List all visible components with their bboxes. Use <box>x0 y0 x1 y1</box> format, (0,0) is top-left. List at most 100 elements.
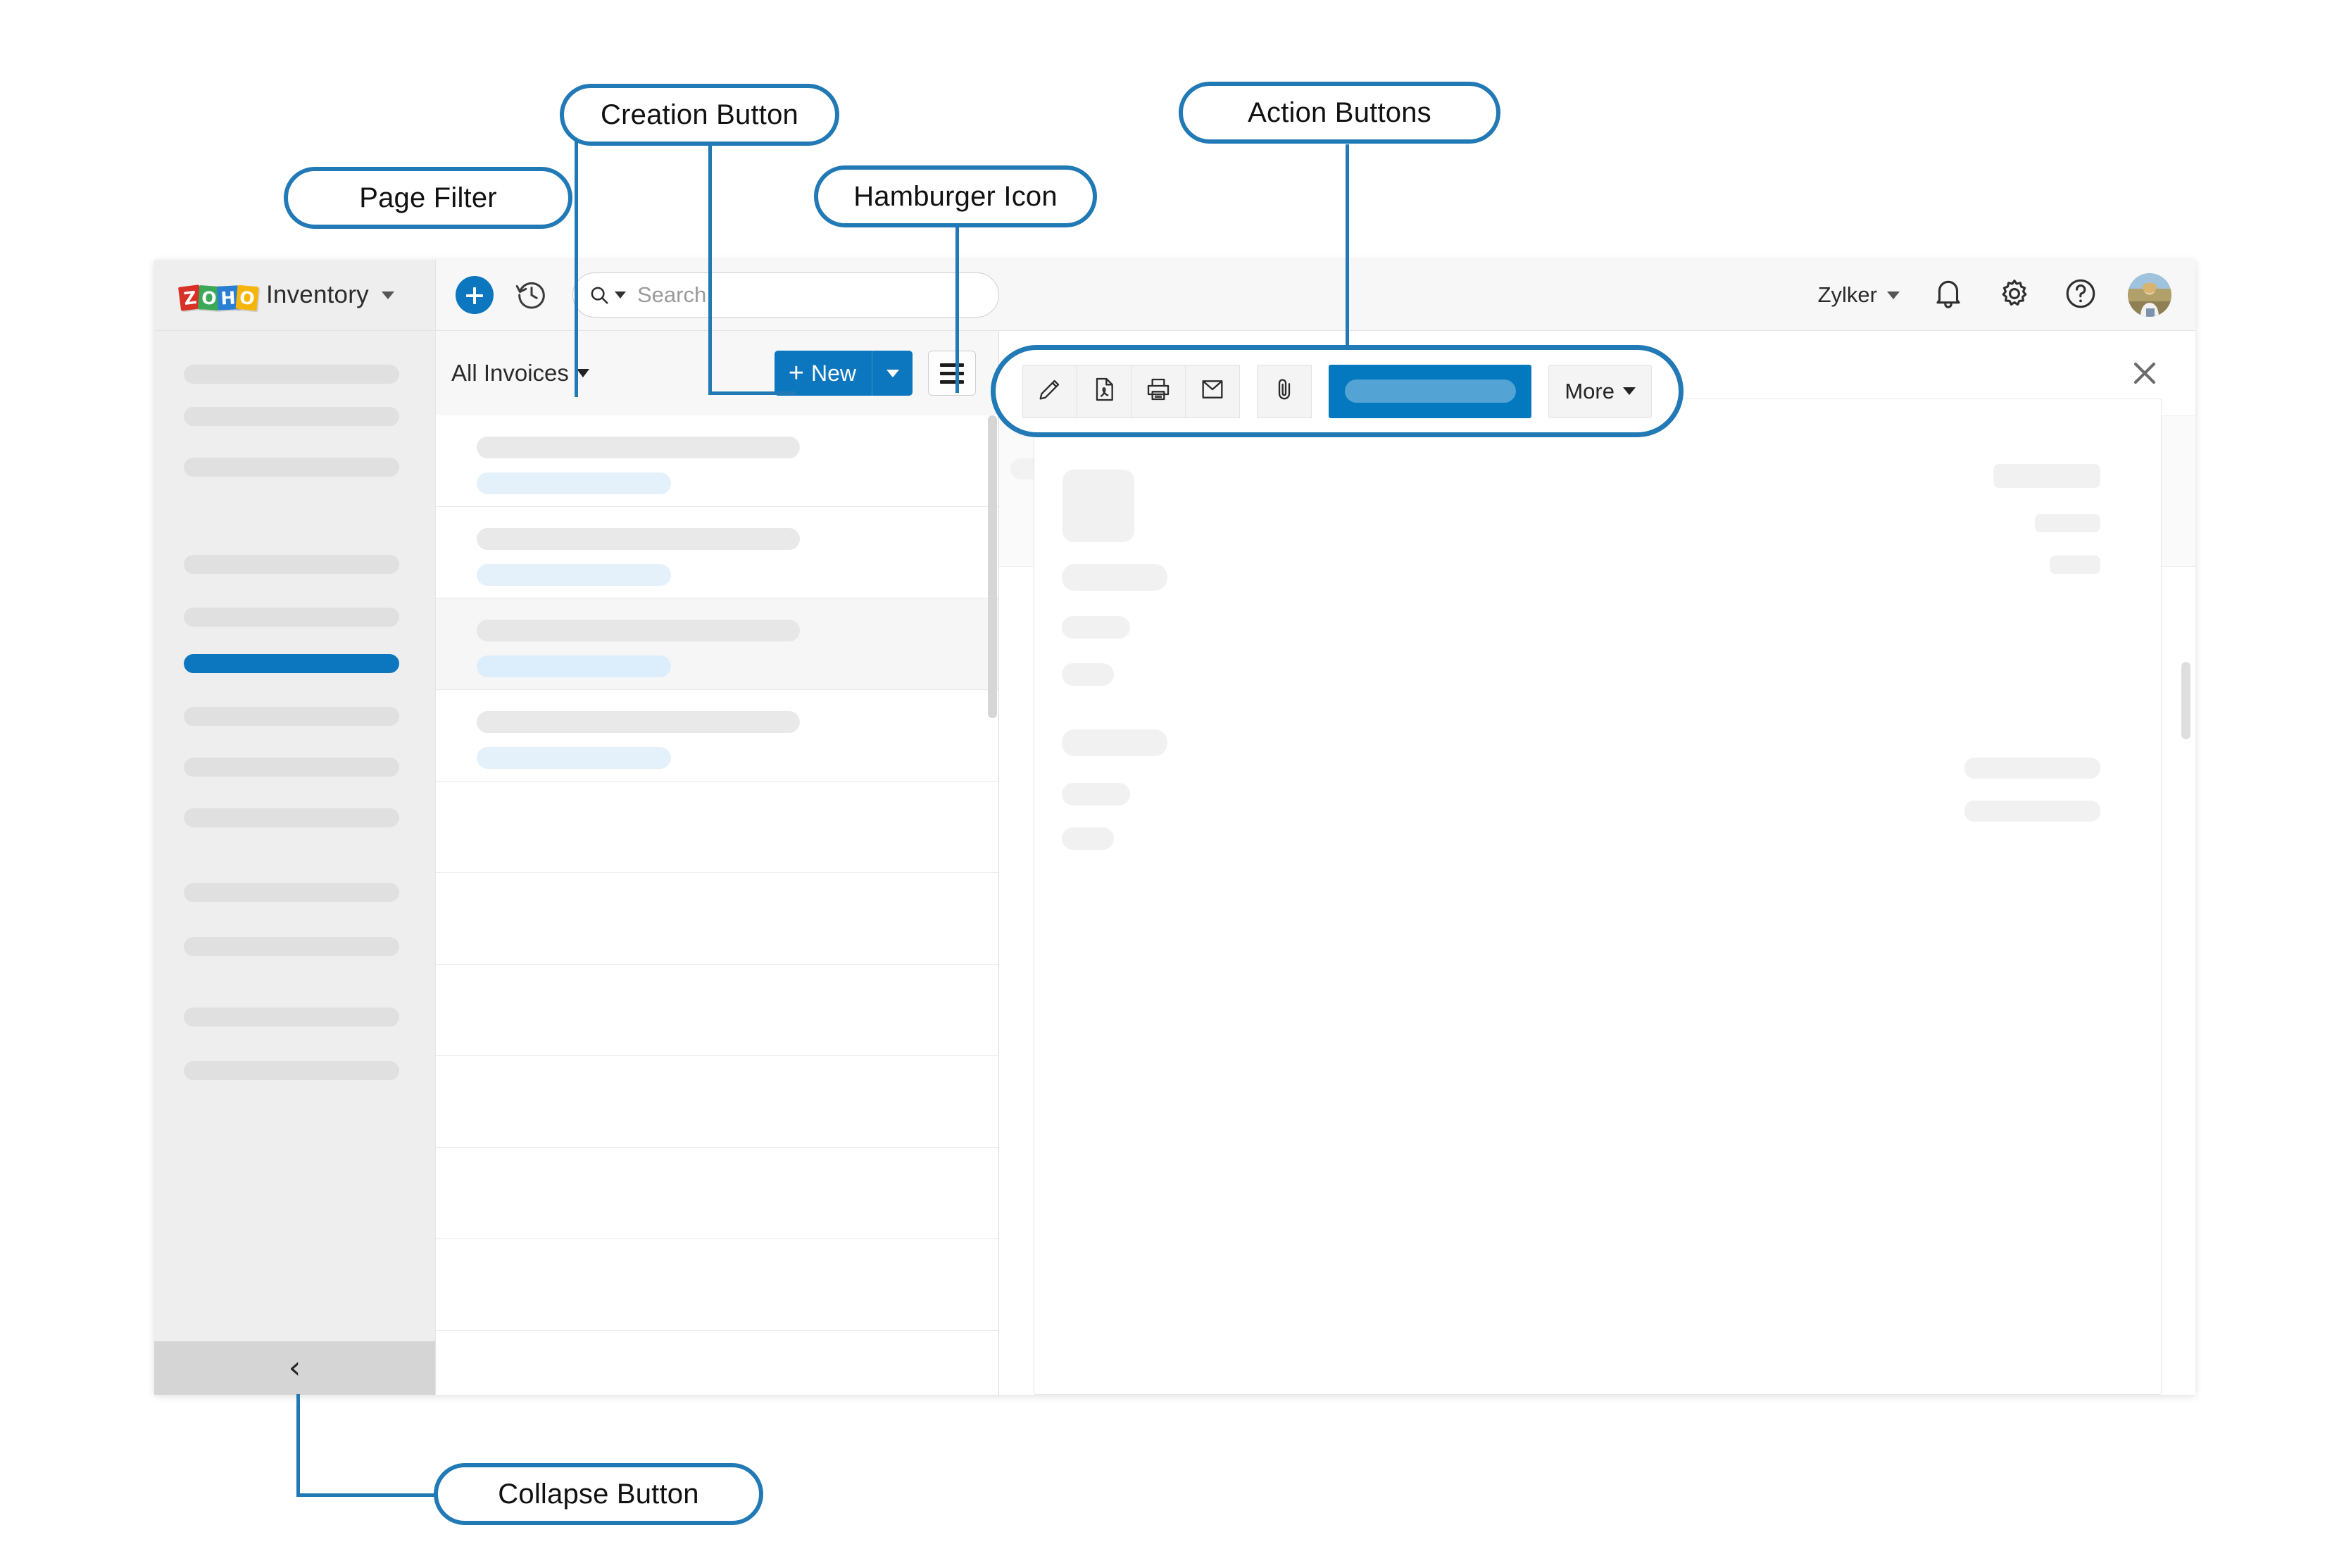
list-item[interactable] <box>436 782 998 873</box>
clock-history-icon[interactable] <box>513 277 550 313</box>
hamburger-line-3 <box>940 380 964 384</box>
list-item[interactable] <box>436 1056 998 1148</box>
pdf-file-icon <box>1090 375 1118 407</box>
action-icon-group <box>1022 364 1240 418</box>
callout-page-filter-label: Page Filter <box>359 182 497 213</box>
print-button[interactable] <box>1131 364 1186 418</box>
create-new-button[interactable] <box>456 276 494 314</box>
list-item[interactable] <box>436 873 998 965</box>
list-toolbar: All Invoices + New <box>436 331 998 415</box>
hamburger-icon[interactable] <box>928 351 976 396</box>
doc-text-bar-4 <box>1062 729 1167 756</box>
list-item[interactable] <box>436 1239 998 1331</box>
bell-icon[interactable] <box>1931 276 1966 315</box>
callout-action-buttons: Action Buttons <box>1179 82 1500 144</box>
list-scrollbar[interactable] <box>988 415 997 718</box>
envelope-icon <box>1198 375 1227 407</box>
page-filter-caret-icon <box>576 369 589 377</box>
callout-collapse-button: Collapse Button <box>434 1463 763 1525</box>
list-item-subtitle-placeholder <box>477 747 671 769</box>
chevron-down-icon <box>886 369 899 377</box>
list-item[interactable] <box>436 507 998 598</box>
list-item-title-placeholder <box>477 711 800 733</box>
top-bar: Z O H O Inventory <box>154 260 2195 331</box>
organization-name[interactable]: Zylker <box>1817 282 1877 307</box>
document-preview-card <box>1034 399 2162 1395</box>
more-button[interactable]: More <box>1548 364 1652 418</box>
sidebar-item-3[interactable] <box>184 458 399 477</box>
plus-icon: + <box>788 358 804 388</box>
search-input[interactable]: Search <box>637 282 707 307</box>
list-item[interactable] <box>436 415 998 507</box>
sidebar-item-4[interactable] <box>184 555 399 574</box>
more-label: More <box>1565 378 1615 403</box>
callout-creation-button-label: Creation Button <box>601 99 798 130</box>
doc-text-bar-2 <box>1062 616 1130 639</box>
detail-scrollbar[interactable] <box>2181 662 2190 739</box>
avatar[interactable] <box>2128 273 2171 317</box>
email-button[interactable] <box>1185 364 1240 418</box>
search-bar[interactable]: Search <box>572 272 999 318</box>
list-item[interactable] <box>436 1331 998 1395</box>
new-button-main[interactable]: + New <box>775 351 872 396</box>
sidebar-item-10[interactable] <box>184 883 399 902</box>
sidebar-item-1[interactable] <box>184 365 399 384</box>
sidebar-item-13[interactable] <box>184 1061 399 1080</box>
organization-chevron-down-icon[interactable] <box>1887 291 1900 299</box>
edit-button[interactable] <box>1022 364 1077 418</box>
sidebar-item-9[interactable] <box>184 808 399 827</box>
doc-total-bar-2 <box>1964 801 2100 822</box>
leader-creation-vertical <box>708 141 712 393</box>
search-icon <box>589 284 610 306</box>
brand-chevron-down-icon[interactable] <box>381 291 394 299</box>
pencil-icon <box>1036 375 1064 407</box>
callout-hamburger-icon: Hamburger Icon <box>814 165 1097 227</box>
pdf-button[interactable] <box>1077 364 1131 418</box>
leader-creation-horizontal <box>708 391 796 395</box>
search-scope-caret-icon[interactable] <box>615 291 626 299</box>
gear-icon[interactable] <box>1997 276 2032 315</box>
detail-pane <box>999 331 2195 1395</box>
callout-creation-button: Creation Button <box>560 84 839 146</box>
sidebar-item-12[interactable] <box>184 1008 399 1027</box>
doc-text-bar-1 <box>1062 564 1167 591</box>
leader-page-filter-vertical <box>575 115 578 397</box>
sidebar-item-8[interactable] <box>184 758 399 777</box>
more-caret-icon <box>1622 387 1636 395</box>
help-circle-icon[interactable] <box>2063 276 2098 315</box>
close-icon[interactable] <box>2126 355 2163 391</box>
doc-total-bar-1 <box>1964 758 2100 779</box>
hamburger-line-2 <box>940 371 964 375</box>
list-item-title-placeholder <box>477 528 800 550</box>
sidebar-item-7[interactable] <box>184 707 399 726</box>
doc-text-bar-5 <box>1062 783 1130 805</box>
sidebar-item-5[interactable] <box>184 608 399 627</box>
leader-collapse-vertical <box>296 1394 300 1496</box>
sidebar-item-2[interactable] <box>184 407 399 426</box>
doc-logo-placeholder <box>1062 470 1134 542</box>
chevron-left-icon: ‹ <box>288 1350 301 1386</box>
brand-area[interactable]: Z O H O Inventory <box>154 260 436 330</box>
leader-collapse-horizontal <box>296 1493 437 1497</box>
list-item[interactable] <box>436 690 998 782</box>
doc-address-bar-3 <box>2050 556 2100 574</box>
printer-icon <box>1144 375 1172 407</box>
creation-button[interactable]: + New <box>774 351 913 396</box>
list-item-selected[interactable] <box>436 598 998 690</box>
list-pane: All Invoices + New <box>436 331 999 1395</box>
list-item[interactable] <box>436 1148 998 1239</box>
sidebar-item-11[interactable] <box>184 937 399 956</box>
page-filter-dropdown[interactable]: All Invoices <box>451 360 589 387</box>
logo-letter-o2: O <box>235 284 259 311</box>
primary-action-button[interactable] <box>1328 364 1532 418</box>
list-item-title-placeholder <box>477 620 800 641</box>
callout-collapse-button-label: Collapse Button <box>498 1478 699 1510</box>
list-item[interactable] <box>436 965 998 1056</box>
collapse-button[interactable]: ‹ <box>154 1341 435 1395</box>
sidebar-item-active[interactable] <box>184 654 399 673</box>
top-bar-controls: Search Zylker <box>436 260 2195 330</box>
new-button-dropdown[interactable] <box>872 351 913 396</box>
sidebar: ‹ <box>154 331 436 1395</box>
attach-button[interactable] <box>1256 364 1312 418</box>
